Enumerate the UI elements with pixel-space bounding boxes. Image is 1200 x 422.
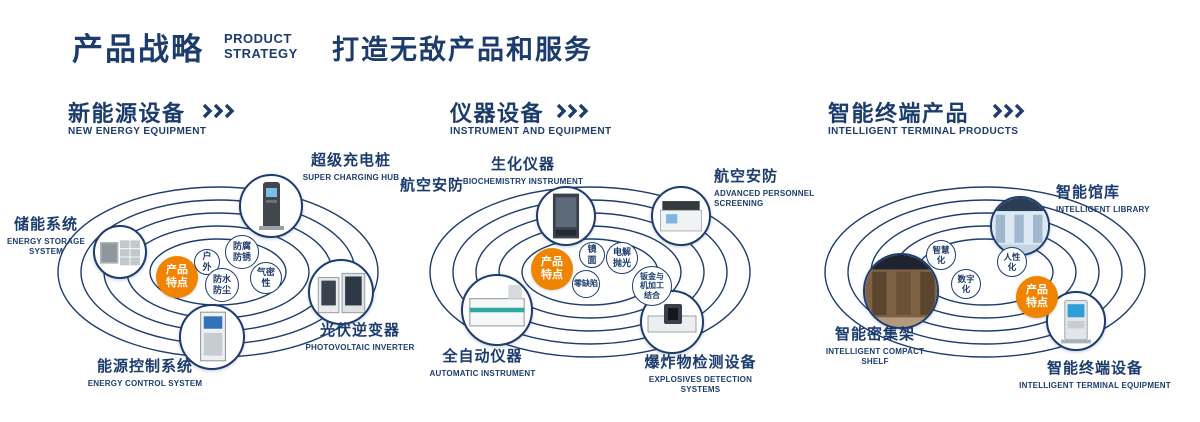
label-en: PHOTOVOLTAIC INVERTER: [305, 342, 415, 352]
node-energy-storage: [93, 225, 147, 279]
label-automatic-instrument: 全自动仪器 AUTOMATIC INSTRUMENT: [425, 348, 540, 379]
label-terminal-equipment: 智能终端设备 INTELLIGENT TERMINAL EQUIPMENT: [1015, 360, 1175, 391]
label-zh: 能源控制系统: [96, 358, 193, 375]
node-automatic-instrument: [461, 274, 533, 346]
triple-chevron-icon: [202, 104, 235, 119]
intelligent-library-image: [992, 198, 1048, 254]
label-zh: 全自动仪器: [442, 348, 523, 365]
label-en: INTELLIGENT LIBRARY: [1056, 204, 1150, 214]
feature-bubble: 智慧化: [926, 240, 956, 270]
label-energy-control: 能源控制系统 ENERGY CONTROL SYSTEM: [80, 358, 210, 389]
node-super-charger: [239, 174, 303, 238]
label-biochemistry: 生化仪器 BIOCHEMISTRY INSTRUMENT: [458, 156, 588, 187]
label-zh: 超级充电桩: [310, 152, 391, 169]
page-title: 产品战略: [72, 32, 204, 67]
label-energy-storage: 储能系统 ENERGY STORAGE SYSTEM: [0, 216, 92, 257]
subtitle-line-2: STRATEGY: [224, 45, 298, 61]
label-zh: 生化仪器: [490, 156, 555, 173]
section-title-new-energy: 新能源设备: [68, 101, 186, 126]
label-en: ADVANCED PERSONNEL SCREENING: [714, 188, 815, 208]
label-zh: 光伏逆变器: [319, 322, 400, 339]
triple-chevron-icon: [992, 104, 1025, 119]
feature-bubble: 户外: [194, 249, 220, 275]
feature-badge: 产品特点: [156, 256, 198, 298]
node-intelligent-library: [990, 196, 1050, 256]
node-compact-shelf: [863, 253, 939, 329]
section-subtitle-instrument: INSTRUMENT AND EQUIPMENT: [450, 126, 612, 137]
slogan: 打造无敌产品和服务: [332, 35, 593, 65]
label-zh: 航空安防: [714, 168, 779, 185]
label-en: SUPER CHARGING HUB: [302, 172, 400, 182]
node-personnel-screening: [651, 186, 711, 246]
section-subtitle-new-energy: NEW ENERGY EQUIPMENT: [68, 126, 207, 137]
node-biochemistry: [536, 186, 596, 246]
node-energy-control: [179, 304, 245, 370]
label-en: ENERGY STORAGE SYSTEM: [6, 236, 86, 256]
automatic-instrument-image: [469, 285, 525, 327]
energy-control-image: [200, 311, 226, 362]
label-intelligent-library: 智能馆库 INTELLIGENT LIBRARY: [1056, 184, 1176, 215]
personnel-screening-image: [660, 201, 702, 232]
feature-bubble: 镜面: [579, 242, 605, 268]
label-zh: 智能终端设备: [1046, 360, 1143, 377]
energy-storage-image: [100, 240, 140, 266]
page-subtitle: PRODUCT STRATEGY: [224, 31, 298, 62]
label-zh: 智能馆库: [1056, 184, 1121, 201]
label-zh: 储能系统: [13, 216, 78, 233]
node-pv-inverter: [308, 259, 374, 325]
feature-bubble: 人性化: [997, 247, 1027, 277]
label-zh: 爆炸物检测设备: [644, 354, 757, 371]
section-subtitle-intelligent: INTELLIGENT TERMINAL PRODUCTS: [828, 126, 1019, 137]
compact-shelf-image: [865, 255, 937, 327]
label-personnel-screening: 航空安防 ADVANCED PERSONNEL SCREENING: [714, 168, 824, 209]
label-explosives-detection: 爆炸物检测设备 EXPLOSIVES DETECTION SYSTEMS: [628, 354, 773, 395]
label-en: BIOCHEMISTRY INSTRUMENT: [462, 176, 584, 186]
biochemistry-instrument-image: [552, 193, 580, 239]
feature-bubble: 钣金与机加工结合: [632, 266, 672, 306]
label-pv-inverter: 光伏逆变器 PHOTOVOLTAIC INVERTER: [300, 322, 420, 353]
feature-bubble: 零缺陷: [572, 270, 600, 298]
label-en: EXPLOSIVES DETECTION SYSTEMS: [648, 374, 753, 394]
label-super-charger: 超级充电桩 SUPER CHARGING HUB: [296, 152, 406, 183]
feature-bubble: 防腐防锈: [225, 235, 259, 269]
terminal-equipment-image: [1061, 300, 1091, 344]
label-aviation-security-left: 航空安防: [400, 177, 465, 194]
label-en: INTELLIGENT TERMINAL EQUIPMENT: [1019, 380, 1171, 390]
label-zh: 智能密集架: [834, 326, 915, 343]
feature-bubble: 数字化: [951, 269, 981, 299]
triple-chevron-icon: [556, 104, 589, 119]
explosives-detection-image: [647, 304, 697, 333]
label-compact-shelf: 智能密集架 INTELLIGENT COMPACT SHELF: [815, 326, 935, 367]
label-en: ENERGY CONTROL SYSTEM: [87, 378, 203, 388]
section-title-intelligent: 智能终端产品: [828, 101, 970, 126]
feature-bubble: 气密性: [250, 262, 282, 294]
feature-badge: 产品特点: [531, 248, 573, 290]
label-en: INTELLIGENT COMPACT SHELF: [825, 346, 925, 366]
super-charger-image: [259, 182, 284, 230]
feature-badge: 产品特点: [1016, 276, 1058, 318]
pv-inverter-image: [317, 272, 366, 314]
feature-bubble: 防水防尘: [205, 268, 239, 302]
section-title-instrument: 仪器设备: [450, 101, 545, 126]
feature-bubble: 电解抛光: [606, 242, 638, 274]
subtitle-line-1: PRODUCT: [224, 31, 292, 46]
node-explosives-detection: [640, 290, 704, 354]
label-en: AUTOMATIC INSTRUMENT: [429, 368, 536, 378]
